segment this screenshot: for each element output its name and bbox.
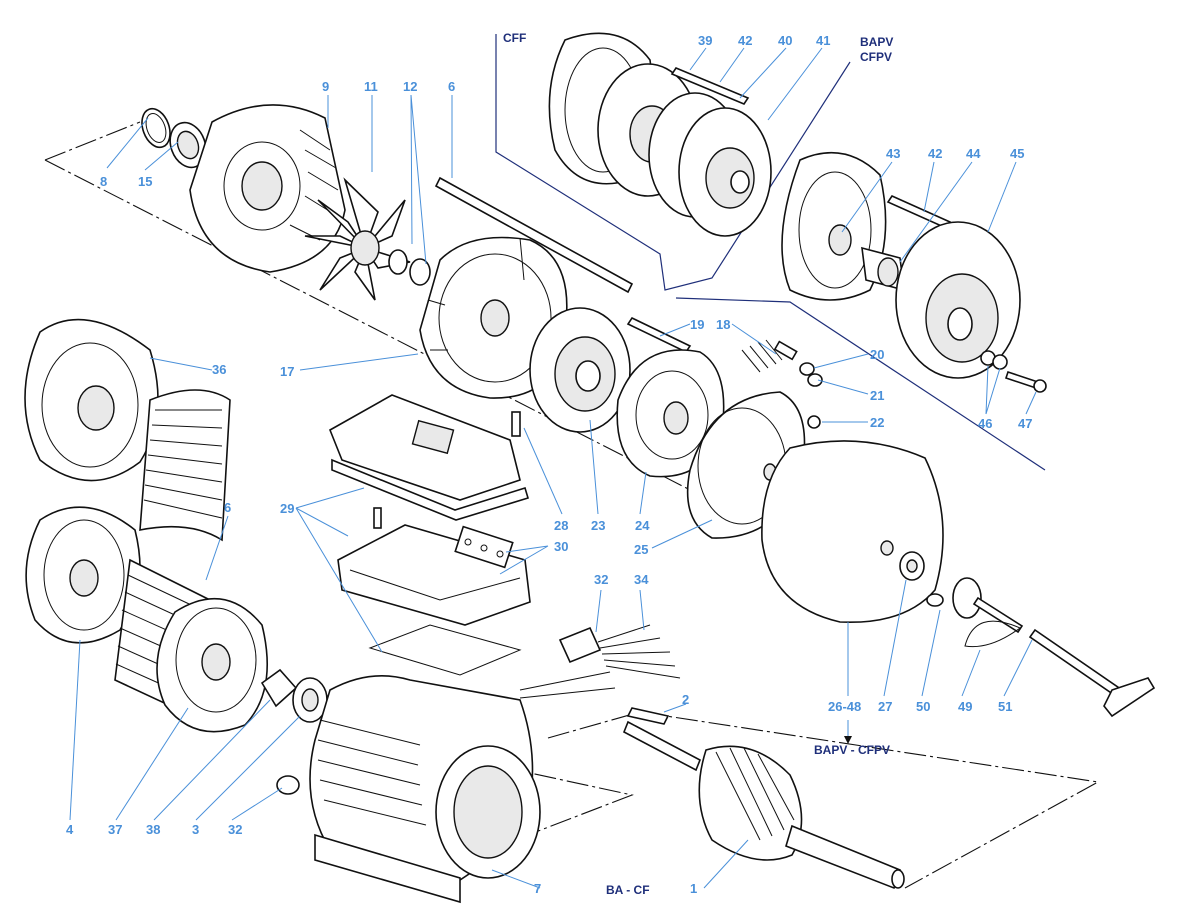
washers-46-part <box>980 350 1008 370</box>
label-30: 30 <box>554 539 568 554</box>
label-1: 1 <box>690 881 697 896</box>
label-37: 37 <box>108 822 122 837</box>
variant-label-bapv: BAPV <box>860 35 893 49</box>
label-32-plug: 32 <box>228 822 242 837</box>
clip-part <box>926 593 944 607</box>
fan-cover-part <box>189 104 346 273</box>
bapv-brake-flange-part <box>781 152 887 301</box>
brake-wires-part <box>741 339 783 373</box>
label-44: 44 <box>966 146 981 161</box>
bolt-47-part <box>1004 370 1047 393</box>
label-6-left: 6 <box>224 500 231 515</box>
leader-lines <box>69 47 1037 889</box>
screw-28-part <box>373 411 521 529</box>
plug-32-part <box>276 775 300 795</box>
label-49: 49 <box>958 699 972 714</box>
brake-disc-45-part <box>895 221 1021 379</box>
circlip-part <box>141 107 171 149</box>
variant-labels: CFF BAPV CFPV BAPV - CFPV BA - CF <box>503 31 893 897</box>
label-29: 29 <box>280 501 294 516</box>
label-26-48: 26-48 <box>828 699 861 714</box>
label-38: 38 <box>146 822 160 837</box>
label-42-top: 42 <box>738 33 752 48</box>
release-cam-part <box>952 577 1024 634</box>
key-2-part <box>626 707 670 725</box>
label-40: 40 <box>778 33 792 48</box>
screw-18-part <box>773 340 798 361</box>
label-34: 34 <box>634 572 649 587</box>
spring-lever-part <box>964 620 1021 648</box>
label-41: 41 <box>816 33 830 48</box>
brake-variant-outline <box>495 34 1046 471</box>
hub-44-part <box>861 246 905 292</box>
brake-disc-part <box>529 307 631 433</box>
label-50: 50 <box>916 699 930 714</box>
brake-plate-part <box>616 349 725 478</box>
nut-22-part <box>807 415 821 429</box>
fan-part <box>304 177 411 301</box>
cable-gland-32-part <box>558 626 602 664</box>
label-22: 22 <box>870 415 884 430</box>
rod-42-part <box>886 194 952 230</box>
nut-20-21-part <box>799 362 823 387</box>
label-51: 51 <box>998 699 1012 714</box>
label-3: 3 <box>192 822 199 837</box>
label-43: 43 <box>886 146 900 161</box>
variant-label-cfpv: CFPV <box>860 50 892 64</box>
terminal-box-cover-part <box>328 394 529 521</box>
label-19: 19 <box>690 317 704 332</box>
label-12: 12 <box>403 79 417 94</box>
stator-housing-part <box>309 675 541 904</box>
part-number-labels: 8 15 9 11 12 6 17 36 19 18 20 21 22 29 2… <box>66 33 1032 896</box>
bearing-3-part <box>292 677 328 723</box>
label-46: 46 <box>978 416 992 431</box>
brake-cover-part <box>761 440 944 624</box>
label-24: 24 <box>635 518 650 533</box>
label-20: 20 <box>870 347 884 362</box>
retaining-rings-part <box>388 249 431 286</box>
hand-lever-part <box>1028 628 1156 718</box>
label-39: 39 <box>698 33 712 48</box>
tie-rod-part <box>434 176 634 294</box>
label-42-right: 42 <box>928 146 942 161</box>
stator-fins-upper <box>139 389 231 542</box>
label-28: 28 <box>554 518 568 533</box>
end-shield-36-part <box>24 318 159 482</box>
cff-rod-42-part <box>670 67 750 105</box>
label-32-gland: 32 <box>594 572 608 587</box>
variant-label-ba-cf: BA - CF <box>606 883 650 897</box>
rotor-part <box>622 720 905 890</box>
label-47: 47 <box>1018 416 1032 431</box>
label-23: 23 <box>591 518 605 533</box>
label-4: 4 <box>66 822 74 837</box>
end-shield-37-part <box>156 598 268 733</box>
cff-disc-41-part <box>678 107 772 237</box>
label-18: 18 <box>716 317 730 332</box>
label-7: 7 <box>534 881 541 896</box>
label-15: 15 <box>138 174 152 189</box>
brake-rod-part <box>626 316 692 354</box>
bearing-part <box>169 121 207 169</box>
label-25: 25 <box>634 542 648 557</box>
label-45: 45 <box>1010 146 1024 161</box>
gasket-part <box>368 624 522 676</box>
label-9: 9 <box>322 79 329 94</box>
label-11: 11 <box>364 79 378 94</box>
label-8: 8 <box>100 174 107 189</box>
nut-27-part <box>899 551 925 581</box>
label-21: 21 <box>870 388 884 403</box>
label-27: 27 <box>878 699 892 714</box>
variant-label-bapv-cfpv: BAPV - CFPV <box>814 743 890 757</box>
variant-label-cff: CFF <box>503 31 526 45</box>
label-36: 36 <box>212 362 226 377</box>
label-2: 2 <box>682 692 689 707</box>
label-17: 17 <box>280 364 294 379</box>
variant-arrow <box>844 736 852 744</box>
end-shield-4-part <box>25 506 141 644</box>
cable-wires-34-part <box>519 624 681 699</box>
terminal-block-30-part <box>454 525 514 569</box>
label-6-top: 6 <box>448 79 455 94</box>
